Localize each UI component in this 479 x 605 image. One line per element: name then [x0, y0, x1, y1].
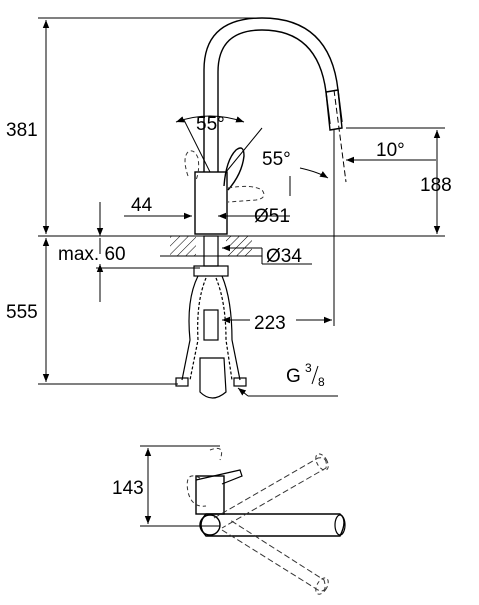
top-view-base-ring: [199, 514, 221, 536]
top-view-spray-tip-up: [315, 453, 329, 471]
label-max-counter: max. 60: [58, 244, 126, 265]
top-view-lever: [195, 469, 243, 485]
label-spout-reach: 223: [254, 313, 286, 334]
pullout-hose-connector: [203, 309, 219, 341]
hose-end-left: [175, 377, 189, 387]
top-view-spout-rotated-up: [213, 457, 327, 529]
swivel-angle-arc: [299, 167, 329, 179]
top-view-spray-tip: [334, 514, 346, 536]
thread-prefix: G: [286, 366, 301, 387]
handle-angle-arc: [175, 115, 245, 123]
label-spray-angle: 10°: [376, 140, 405, 161]
label-handle-angle: 55°: [196, 114, 225, 135]
spray-axis: [333, 89, 347, 183]
label-side-height: 143: [112, 478, 144, 499]
handle-rotated-position: [227, 185, 265, 203]
label-below-counter: 555: [6, 302, 38, 323]
countertop-hatch-left: [170, 236, 196, 256]
label-total-height: 381: [6, 120, 38, 141]
spout-inner-outline: [217, 29, 331, 172]
spout-outer-outline: [203, 17, 343, 172]
handle-angle-line-left: [183, 119, 211, 173]
handle-lever: [223, 147, 245, 191]
thread-fraction-slash: [311, 365, 319, 385]
label-swivel-angle: 55°: [262, 149, 291, 170]
handle-angle-line-right: [225, 127, 263, 173]
spray-head: [325, 89, 343, 131]
top-view-lever-alt: [186, 475, 207, 507]
mounting-nut: [193, 265, 229, 277]
hose-right-outer: [221, 275, 241, 381]
handle-alt-position: [184, 150, 200, 181]
label-base-offset: 44: [131, 195, 153, 216]
top-view-spout-rotated-down: [221, 519, 326, 592]
hose-right-inner: [215, 277, 233, 381]
top-view: [140, 445, 346, 595]
thread-numerator: 3: [305, 361, 312, 375]
label-spout-height: 188: [420, 175, 452, 196]
hose-weight: [199, 357, 227, 399]
shank: [203, 235, 219, 267]
top-view-lever-swing: [209, 447, 223, 461]
label-thread-connection: G 3 8: [286, 361, 325, 389]
hose-left-outer: [181, 275, 199, 381]
top-view-body: [195, 475, 225, 515]
label-body-diameter: Ø51: [254, 206, 290, 227]
top-view-spray-tip-down: [315, 577, 329, 595]
hose-left-inner: [189, 277, 207, 381]
label-hole-diameter: Ø34: [266, 246, 302, 267]
thread-leader-arrow: [237, 387, 249, 397]
front-view: [38, 17, 445, 399]
hose-end-right: [233, 377, 247, 387]
top-view-spout: [200, 513, 345, 537]
countertop-hatch-right: [226, 236, 252, 256]
faucet-body: [194, 171, 228, 235]
thread-denominator: 8: [318, 375, 325, 389]
